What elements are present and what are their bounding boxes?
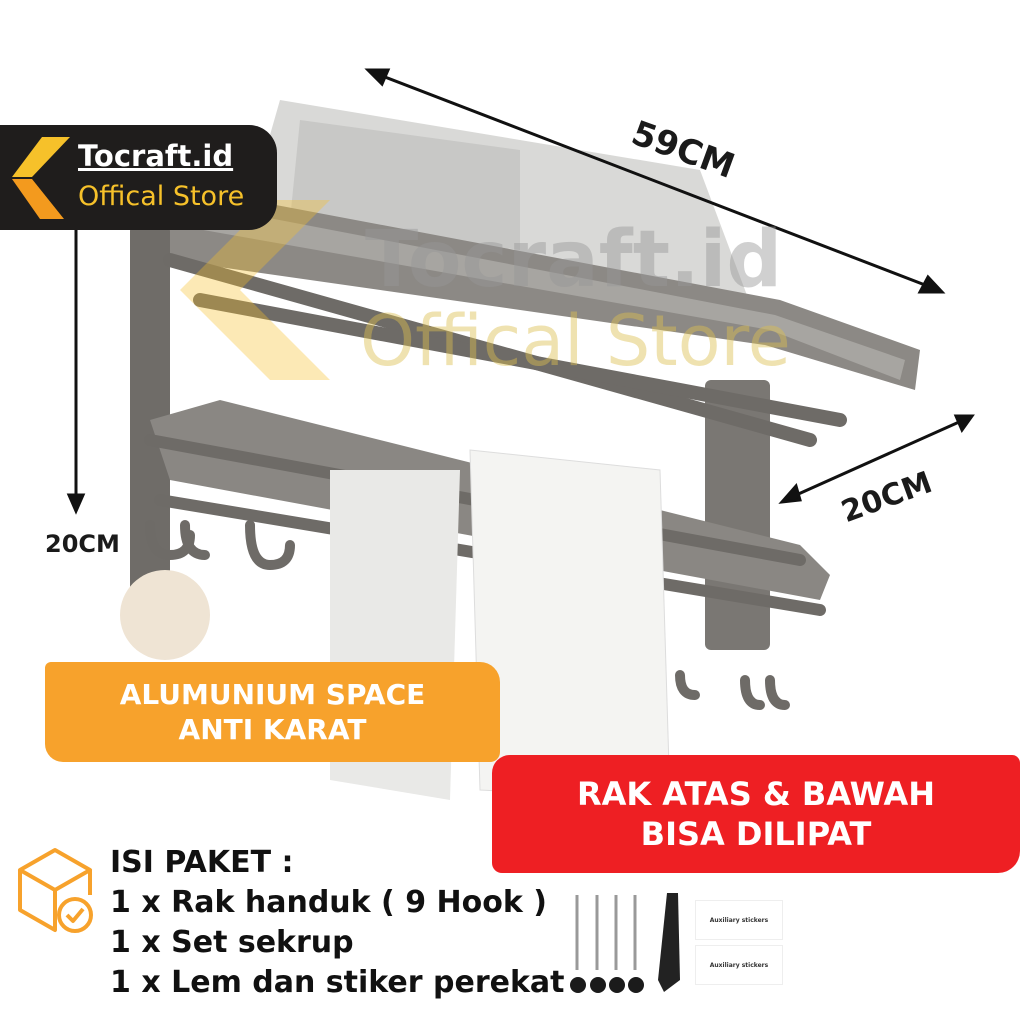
- material-banner: ALUMUNIUM SPACE ANTI KARAT: [45, 662, 500, 762]
- height-dimension-label: 20CM: [45, 530, 120, 558]
- feature-line-2: BISA DILIPAT: [640, 815, 872, 853]
- brand-logo-icon: [12, 137, 70, 219]
- auxiliary-sticker: Auxiliary stickers: [695, 945, 783, 985]
- material-line-2: ANTI KARAT: [178, 713, 367, 746]
- package-contents: ISI PAKET : 1 x Rak handuk ( 9 Hook ) 1 …: [110, 843, 565, 1003]
- package-item: 1 x Set sekrup: [110, 925, 354, 960]
- feature-line-1: RAK ATAS & BAWAH: [576, 775, 936, 813]
- watermark-brand: Tocraft.id: [365, 215, 783, 305]
- watermark-subtitle: Offical Store: [360, 300, 791, 382]
- brand-badge: Tocraft.id Offical Store: [0, 125, 277, 230]
- brand-subtitle: Offical Store: [78, 181, 245, 212]
- material-line-1: ALUMUNIUM SPACE: [119, 678, 426, 711]
- auxiliary-sticker: Auxiliary stickers: [695, 900, 783, 940]
- package-item: 1 x Rak handuk ( 9 Hook ): [110, 885, 547, 920]
- package-title: ISI PAKET :: [110, 845, 294, 880]
- brand-name: Tocraft.id: [78, 139, 234, 173]
- feature-banner: RAK ATAS & BAWAH BISA DILIPAT: [492, 755, 1020, 873]
- package-item: 1 x Lem dan stiker perekat: [110, 965, 565, 1000]
